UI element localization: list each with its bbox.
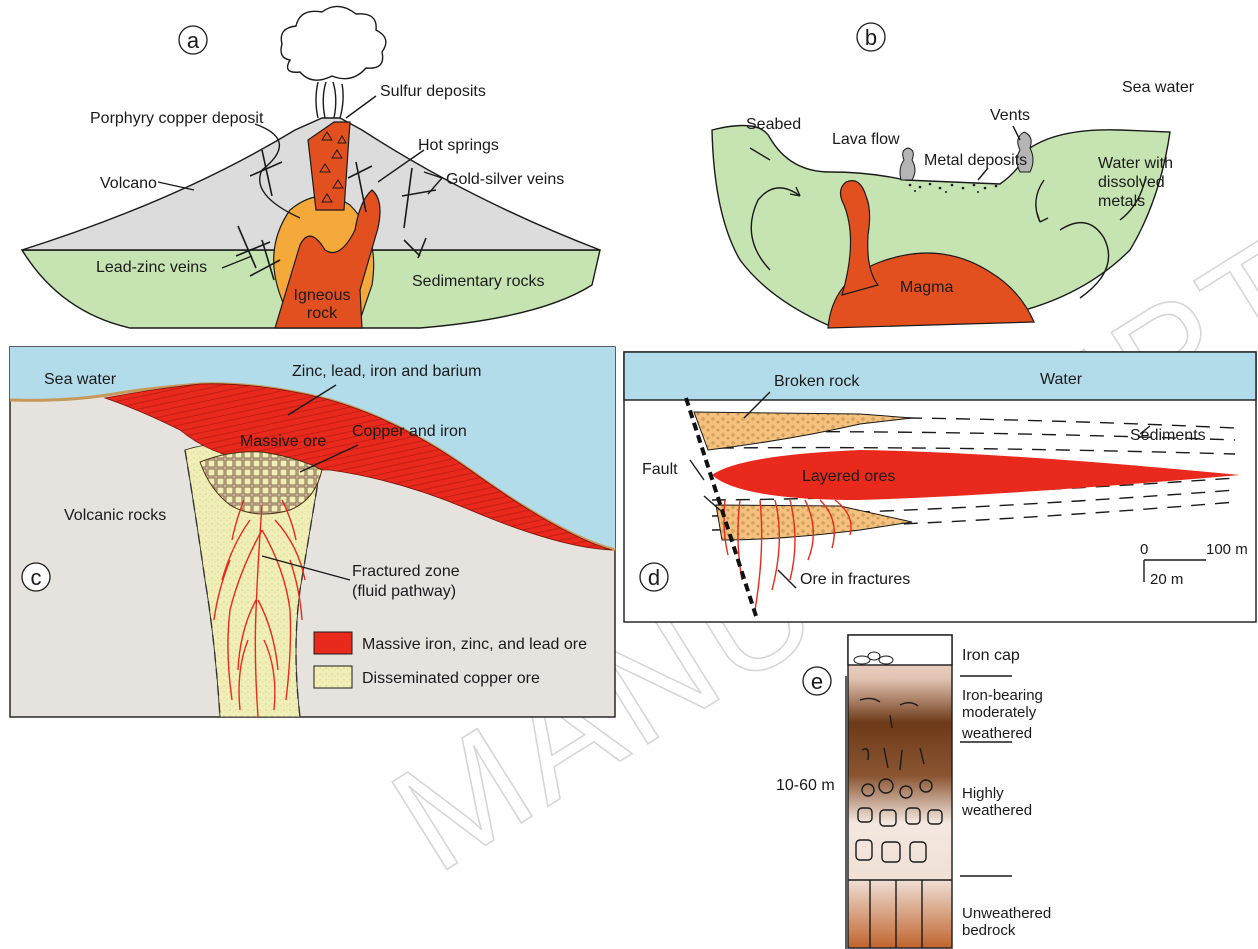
scale-100m: 100 m bbox=[1206, 541, 1248, 558]
panel-d-letter: d bbox=[648, 565, 660, 590]
label-weathered-highly: weathered bbox=[961, 802, 1032, 819]
water-layer-d bbox=[624, 352, 1256, 400]
panel-e: e 10-60 m Iron cap Iron-bearing moderate… bbox=[776, 635, 1051, 949]
label-weathered-moderate: weathered bbox=[961, 725, 1032, 742]
label-fractured-zone: Fractured zone bbox=[352, 563, 460, 580]
label-moderately: moderately bbox=[962, 704, 1037, 721]
label-layered-ores: Layered ores bbox=[802, 468, 895, 485]
label-metals: metals bbox=[1098, 193, 1145, 210]
label-dissolved: dissolved bbox=[1098, 174, 1165, 191]
panel-d: 0 100 m 20 m d Water Broken rock Sedimen… bbox=[624, 352, 1256, 622]
panel-c: c Sea water Zinc, lead, iron and barium … bbox=[10, 347, 615, 717]
scale-20m: 20 m bbox=[1150, 571, 1183, 588]
legend-swatch-disseminated bbox=[314, 666, 352, 688]
legend-swatch-massive bbox=[314, 632, 352, 654]
panel-a-letter: a bbox=[187, 28, 200, 53]
label-depth: 10-60 m bbox=[776, 777, 835, 794]
label-iron-bearing: Iron-bearing bbox=[962, 687, 1043, 704]
label-massive-ore: Massive ore bbox=[240, 433, 326, 450]
label-metal-deposits: Metal deposits bbox=[924, 152, 1027, 169]
label-sea-water-c: Sea water bbox=[44, 371, 117, 388]
label-seabed: Seabed bbox=[746, 116, 801, 133]
eruption-cloud bbox=[281, 6, 386, 80]
label-lava-flow: Lava flow bbox=[832, 131, 900, 148]
label-water-d: Water bbox=[1040, 371, 1083, 388]
label-iron-cap: Iron cap bbox=[962, 647, 1020, 664]
vent-plume-left bbox=[900, 148, 915, 180]
label-hot-springs: Hot springs bbox=[418, 137, 499, 154]
label-broken-rock: Broken rock bbox=[774, 373, 860, 390]
label-unweathered: Unweathered bbox=[962, 905, 1051, 922]
panel-e-letter: e bbox=[811, 669, 823, 694]
label-igneous-rock: rock bbox=[307, 305, 338, 322]
panel-b: b Sea water Seabed Vents Lava flow Metal… bbox=[712, 23, 1195, 328]
label-ore-in-fractures: Ore in fractures bbox=[800, 571, 910, 588]
label-gold-silver-veins: Gold-silver veins bbox=[446, 171, 564, 188]
label-zinc-lead-iron-barium: Zinc, lead, iron and barium bbox=[292, 363, 481, 380]
label-water-with: Water with bbox=[1098, 155, 1173, 172]
panel-c-letter: c bbox=[31, 565, 42, 590]
label-fluid-pathway: (fluid pathway) bbox=[352, 583, 456, 600]
label-sediments: Sediments bbox=[1130, 427, 1206, 444]
label-fault: Fault bbox=[642, 461, 678, 478]
scale-zero: 0 bbox=[1140, 541, 1148, 558]
label-sea-water-b: Sea water bbox=[1122, 79, 1195, 96]
legend-label-disseminated: Disseminated copper ore bbox=[362, 670, 540, 687]
panel-b-letter: b bbox=[865, 25, 877, 50]
label-magma: Magma bbox=[900, 279, 953, 296]
label-copper-and-iron: Copper and iron bbox=[352, 423, 467, 440]
label-sedimentary-rocks: Sedimentary rocks bbox=[412, 273, 545, 290]
label-volcanic-rocks: Volcanic rocks bbox=[64, 507, 166, 524]
panel-a: a Sulfur deposits Hot springs Porphyry c… bbox=[22, 6, 600, 328]
steam-columns bbox=[316, 82, 343, 118]
label-volcano: Volcano bbox=[100, 175, 157, 192]
legend-label-massive: Massive iron, zinc, and lead ore bbox=[362, 636, 587, 653]
label-bedrock: bedrock bbox=[962, 922, 1016, 939]
label-highly: Highly bbox=[962, 785, 1004, 802]
label-igneous: Igneous bbox=[294, 287, 351, 304]
label-lead-zinc-veins: Lead-zinc veins bbox=[96, 259, 207, 276]
label-porphyry-copper: Porphyry copper deposit bbox=[90, 110, 264, 127]
label-vents: Vents bbox=[990, 107, 1030, 124]
label-sulfur-deposits: Sulfur deposits bbox=[380, 83, 486, 100]
